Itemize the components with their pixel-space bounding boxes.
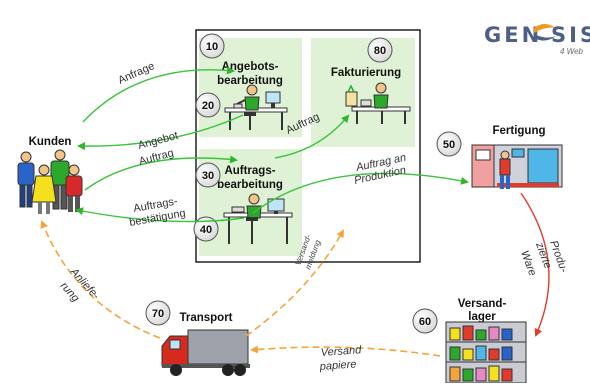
arrow-produzierte-ware	[520, 192, 550, 337]
number-ball-40: 40	[193, 216, 219, 242]
label-produzierte-ware-3: Ware	[518, 249, 538, 278]
versandlager-label-1: Versand-	[458, 298, 507, 310]
logo-swoosh-icon	[534, 24, 556, 33]
factory-machine-icon	[471, 144, 563, 189]
arrow-auftrag-kunde	[84, 155, 238, 191]
number-ball-30: 30	[195, 162, 221, 188]
number-ball-20: 20	[195, 92, 221, 118]
svg-text:60: 60	[419, 316, 431, 328]
arrow-versandmeldung	[245, 229, 344, 337]
number-ball-10: 10	[199, 33, 225, 59]
worker-faktura-icon	[345, 82, 411, 124]
versandlager-label-2: lager	[468, 311, 496, 323]
label-anfrage: Anfrage	[116, 60, 156, 87]
warehouse-shelf-icon	[445, 321, 527, 384]
arrow-anfrage	[82, 66, 235, 123]
logo-subtext: 4 Web	[560, 47, 584, 56]
fertigung-label: Fertigung	[492, 125, 545, 137]
svg-text:40: 40	[200, 224, 212, 236]
worker-angebot-icon	[224, 84, 288, 130]
auftrag-label-1: Auftrags-	[224, 165, 275, 177]
angebot-label-1: Angebots-	[222, 61, 279, 73]
kunden-label: Kunden	[29, 136, 72, 148]
svg-text:70: 70	[152, 308, 164, 320]
svg-text:20: 20	[202, 100, 214, 112]
svg-text:30: 30	[202, 170, 214, 182]
worker-auftrag-icon	[223, 193, 293, 244]
number-ball-70: 70	[145, 300, 171, 326]
number-ball-50: 50	[436, 131, 462, 157]
label-angebot: Angebot	[137, 130, 180, 152]
label-versandpapiere-2: papiere	[318, 358, 356, 373]
genesis-logo: GEN SIS 4 Web	[484, 23, 590, 56]
arrow-auftrag-produktion	[252, 172, 469, 214]
svg-text:50: 50	[443, 139, 455, 151]
truck-icon	[161, 329, 250, 376]
panel-faktura	[311, 38, 415, 147]
transport-label: Transport	[179, 312, 232, 324]
logo-text-right: SIS	[551, 23, 590, 47]
svg-text:10: 10	[206, 41, 218, 53]
number-ball-80: 80	[367, 37, 393, 63]
angebot-label-2: bearbeitung	[217, 75, 283, 87]
arrow-angebot	[77, 114, 244, 151]
arrow-versandpapiere	[250, 345, 441, 357]
svg-text:80: 80	[374, 45, 386, 57]
arrow-auftrag-faktura	[274, 114, 350, 159]
arrow-anlieferung	[40, 220, 161, 339]
logo-text-left: GEN	[484, 23, 542, 47]
auftrag-label-2: bearbeitung	[217, 179, 283, 191]
customers-group-icon	[17, 149, 83, 214]
label-versandpapiere-1: Versand	[320, 344, 362, 359]
number-ball-60: 60	[412, 308, 438, 334]
faktura-label: Fakturierung	[331, 67, 401, 79]
logo-swoosh-lower-icon	[534, 34, 556, 41]
arrow-auftragsbestaetigung	[75, 207, 245, 223]
